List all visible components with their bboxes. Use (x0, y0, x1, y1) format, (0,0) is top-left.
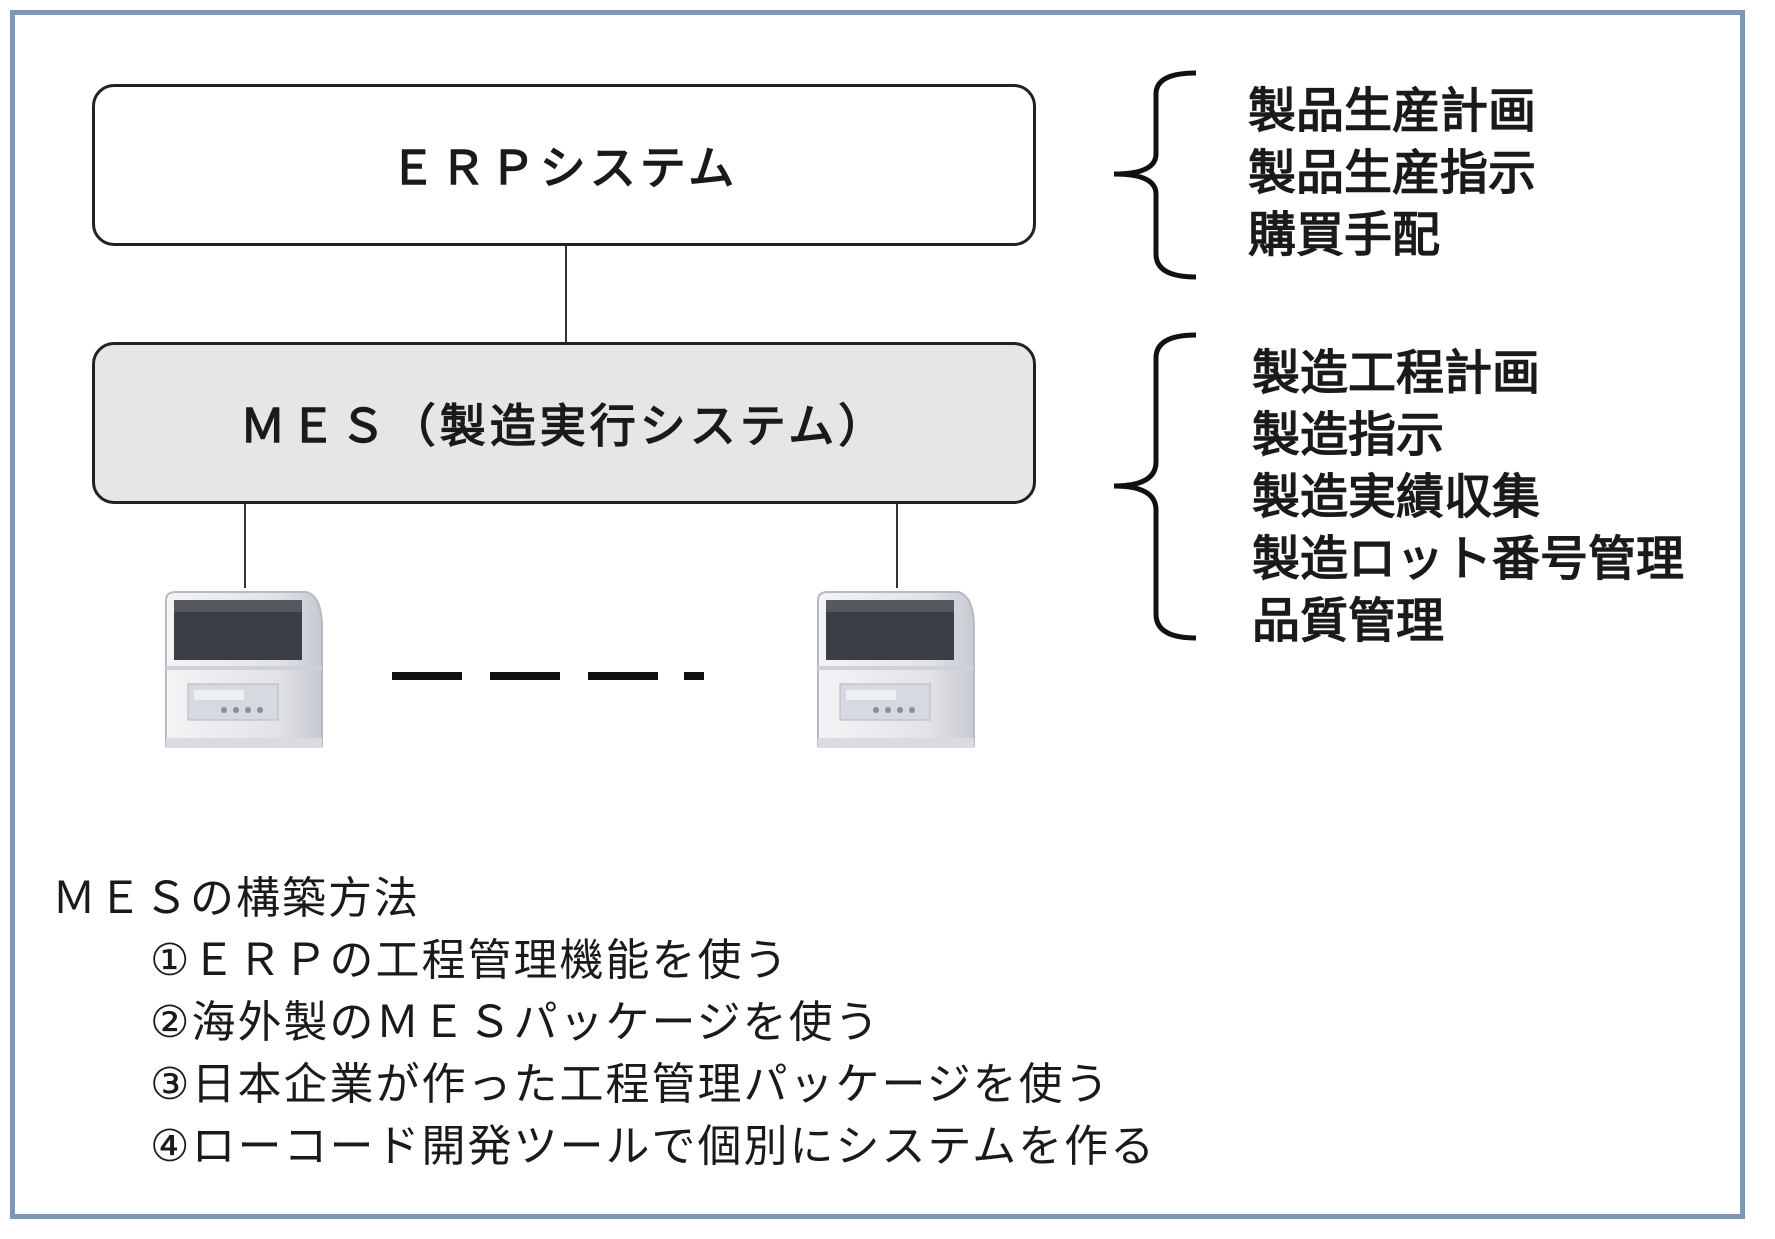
machine-ellipsis-dash (684, 672, 704, 680)
erp-mes-connector (565, 246, 567, 342)
erp-functions-brace (1113, 70, 1197, 280)
erp-functions-list: 製品生産計画 製品生産指示 購買手配 (1248, 80, 1536, 266)
method-item: ①ＥＲＰの工程管理機能を使う (150, 935, 790, 986)
mes-functions-list: 製造工程計画 製造指示 製造実績収集 製造ロット番号管理 品質管理 (1252, 342, 1684, 652)
erp-system-label: ＥＲＰシステム (389, 141, 739, 195)
machine-icon (165, 591, 323, 748)
erp-function-item: 製品生産計画 (1248, 83, 1537, 139)
mes-function-item: 製造実績収集 (1252, 469, 1541, 525)
erp-system-box: ＥＲＰシステム (92, 84, 1036, 246)
mes-machine-left-connector (244, 504, 246, 588)
mes-function-item: 製造ロット番号管理 (1252, 531, 1685, 587)
mes-function-item: 製造工程計画 (1252, 345, 1541, 401)
mes-machine-right-connector (896, 504, 898, 588)
machine-icon (817, 591, 975, 748)
methods-title: ＭＥＳの構築方法 (52, 873, 420, 924)
machine-ellipsis-dash (588, 672, 658, 680)
method-item: ②海外製のＭＥＳパッケージを使う (150, 997, 881, 1048)
mes-system-label: ＭＥＳ（製造実行システム） (239, 399, 889, 453)
machine-ellipsis-dash (392, 672, 462, 680)
mes-function-item: 品質管理 (1252, 593, 1445, 649)
erp-function-item: 購買手配 (1248, 207, 1441, 263)
machine-ellipsis-dash (490, 672, 560, 680)
mes-system-box: ＭＥＳ（製造実行システム） (92, 342, 1036, 504)
method-item: ④ローコード開発ツールで個別にシステムを作る (150, 1121, 1157, 1172)
mes-functions-brace (1113, 332, 1197, 641)
erp-function-item: 製品生産指示 (1248, 145, 1537, 201)
method-item: ③日本企業が作った工程管理パッケージを使う (150, 1059, 1111, 1110)
mes-construction-methods: ＭＥＳの構築方法 ①ＥＲＰの工程管理機能を使う ②海外製のＭＥＳパッケージを使う… (52, 868, 1156, 1178)
mes-function-item: 製造指示 (1252, 407, 1445, 463)
